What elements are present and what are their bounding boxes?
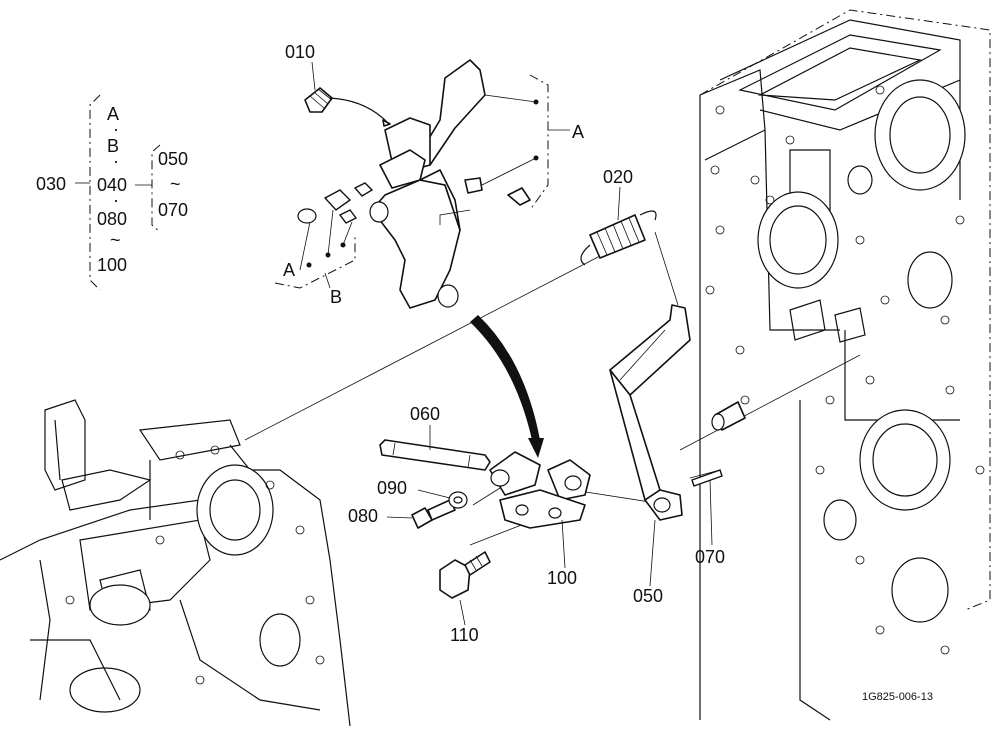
callout-a-left: A: [283, 260, 295, 280]
bracket-label-a: A: [107, 104, 119, 124]
callout-a-right: A: [572, 122, 584, 142]
part-050-lever: [609, 304, 691, 521]
label-090: 090: [377, 478, 407, 498]
callout-b-left: B: [330, 287, 342, 307]
bracket-label-050: 050: [158, 149, 188, 169]
bracket-tilde-2: ~: [170, 174, 181, 194]
callout-lines: [274, 61, 713, 626]
label-010: 010: [285, 42, 315, 62]
label-060: 060: [410, 404, 440, 424]
part-090-washer: [448, 491, 468, 509]
label-070: 070: [695, 547, 725, 567]
part-060-shaft: [379, 439, 491, 471]
bushing: [711, 401, 746, 431]
bracket-label-070: 070: [158, 200, 188, 220]
label-020: 020: [603, 167, 633, 187]
shifter-fork: [369, 59, 531, 309]
assembly-bracket-legend: 030 A · B · 040 · 080 ~ 100 050 ~ 070: [36, 94, 188, 291]
bracket-label-080: 080: [97, 209, 127, 229]
engine-block: [699, 9, 991, 721]
label-100: 100: [547, 568, 577, 588]
label-050: 050: [633, 586, 663, 606]
bracket-label-100: 100: [97, 255, 127, 275]
bracket-dot-2: ·: [113, 151, 119, 171]
part-080-bolt: [411, 499, 456, 529]
label-110: 110: [450, 625, 479, 645]
assembly-arrow: [470, 315, 544, 458]
bracket-dot-3: ·: [113, 190, 119, 210]
gear-case: [0, 399, 351, 727]
drawing-code: 1G825-006-13: [862, 691, 933, 703]
part-number-labels: 010 020 060 090 080 100 050 070 110 A A …: [283, 42, 725, 645]
part-070-pin: [691, 469, 723, 487]
bracket-tilde-1: ~: [110, 230, 121, 250]
bracket-dot-1: ·: [113, 119, 119, 139]
part-010-spring: [304, 87, 391, 127]
part-100-guide: [489, 451, 591, 529]
label-080: 080: [348, 506, 378, 526]
bracket-label-b: B: [107, 136, 119, 156]
part-020-spring: [580, 210, 657, 266]
fork-small-parts: [297, 182, 374, 224]
bracket-label-040: 040: [97, 175, 127, 195]
label-030: 030: [36, 174, 66, 194]
part-110-bolt: [439, 551, 491, 599]
